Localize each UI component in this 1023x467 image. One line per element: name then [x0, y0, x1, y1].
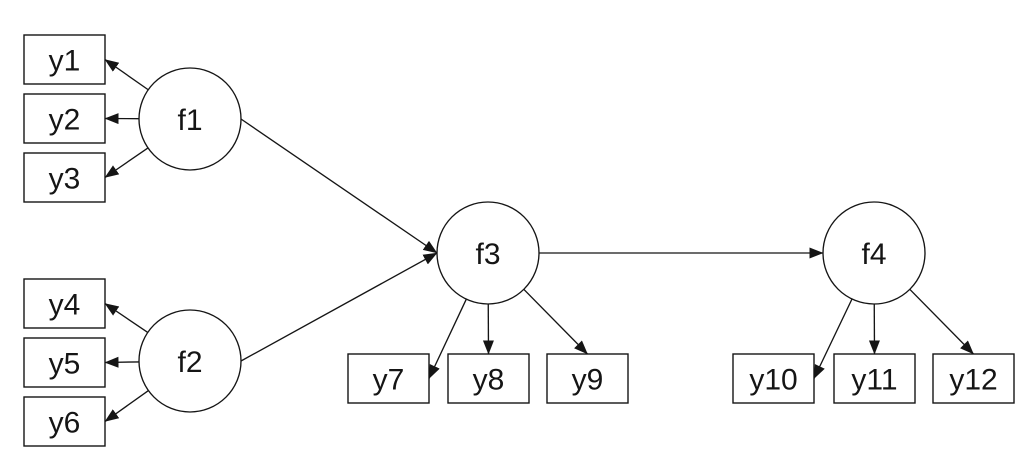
edge-f2-y4 [105, 304, 148, 333]
node-f3: f3 [437, 202, 539, 304]
edge-f1-y1 [105, 60, 148, 90]
node-y10: y10 [733, 354, 814, 403]
y4-label: y4 [49, 288, 81, 321]
node-y6: y6 [24, 397, 105, 446]
node-f2: f2 [139, 310, 241, 412]
edge-f4-y12 [910, 289, 974, 354]
node-y8: y8 [448, 354, 529, 403]
y3-label: y3 [49, 162, 81, 195]
node-y12: y12 [933, 354, 1014, 403]
node-f1: f1 [139, 68, 241, 170]
f4-label: f4 [861, 238, 886, 271]
edge-f1-y3 [105, 148, 148, 178]
node-y9: y9 [547, 354, 628, 403]
y10-label: y10 [749, 363, 797, 396]
f1-label: f1 [177, 104, 202, 137]
y12-label: y12 [949, 363, 997, 396]
edge-f2-y5 [105, 362, 139, 363]
y9-label: y9 [572, 363, 604, 396]
edge-f3-y9 [524, 289, 588, 354]
edge-f2-f3 [241, 253, 437, 361]
edge-f2-y6 [105, 391, 148, 422]
node-y11: y11 [834, 354, 915, 403]
nodes-layer: f1 f2 f3 f4 y1 y2 y3 y4 y5 y6 y7 y8 y9 y10 y11 y12 [24, 35, 1014, 446]
y11-label: y11 [851, 363, 897, 396]
node-y7: y7 [348, 354, 429, 403]
node-f4: f4 [823, 202, 925, 304]
node-y4: y4 [24, 279, 105, 328]
y8-label: y8 [473, 363, 505, 396]
node-y2: y2 [24, 94, 105, 143]
y5-label: y5 [49, 347, 81, 380]
node-y1: y1 [24, 35, 105, 84]
edge-f1-f3 [241, 119, 437, 253]
f2-label: f2 [177, 346, 202, 379]
node-y5: y5 [24, 338, 105, 387]
f3-label: f3 [475, 238, 500, 271]
y2-label: y2 [49, 103, 81, 136]
node-y3: y3 [24, 153, 105, 202]
y1-label: y1 [49, 44, 81, 77]
y7-label: y7 [373, 363, 405, 396]
y6-label: y6 [49, 406, 81, 439]
